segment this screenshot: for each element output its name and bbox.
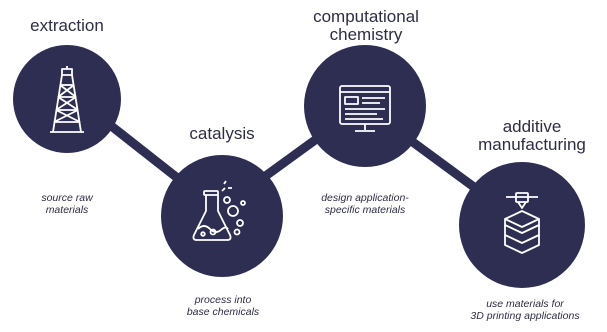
3d-printer-layers-icon [504, 192, 540, 254]
step-circle-extraction [13, 45, 121, 153]
step-caption-computational-chemistry: design application- specific materials [321, 192, 409, 216]
computer-screen-icon [339, 85, 391, 132]
flask-chemicals-icon [192, 180, 246, 241]
connector-2-3 [255, 130, 327, 185]
step-title-additive-manufacturing: additive manufacturing [478, 117, 586, 154]
oil-derrick-icon [50, 66, 84, 133]
step-title-extraction: extraction [30, 16, 104, 35]
connector-3-4 [405, 135, 483, 195]
step-circle-catalysis [161, 155, 283, 277]
connector-1-2 [105, 120, 185, 185]
step-circle-computational-chemistry [304, 45, 426, 167]
step-title-catalysis: catalysis [189, 124, 255, 143]
step-circle-additive-manufacturing [459, 162, 585, 288]
step-caption-extraction: source raw materials [41, 192, 93, 216]
step-caption-catalysis: process into base chemicals [186, 294, 260, 318]
step-caption-additive-manufacturing: use materials for 3D printing applicatio… [470, 298, 580, 322]
step-title-computational-chemistry: computational chemistry [313, 7, 419, 44]
